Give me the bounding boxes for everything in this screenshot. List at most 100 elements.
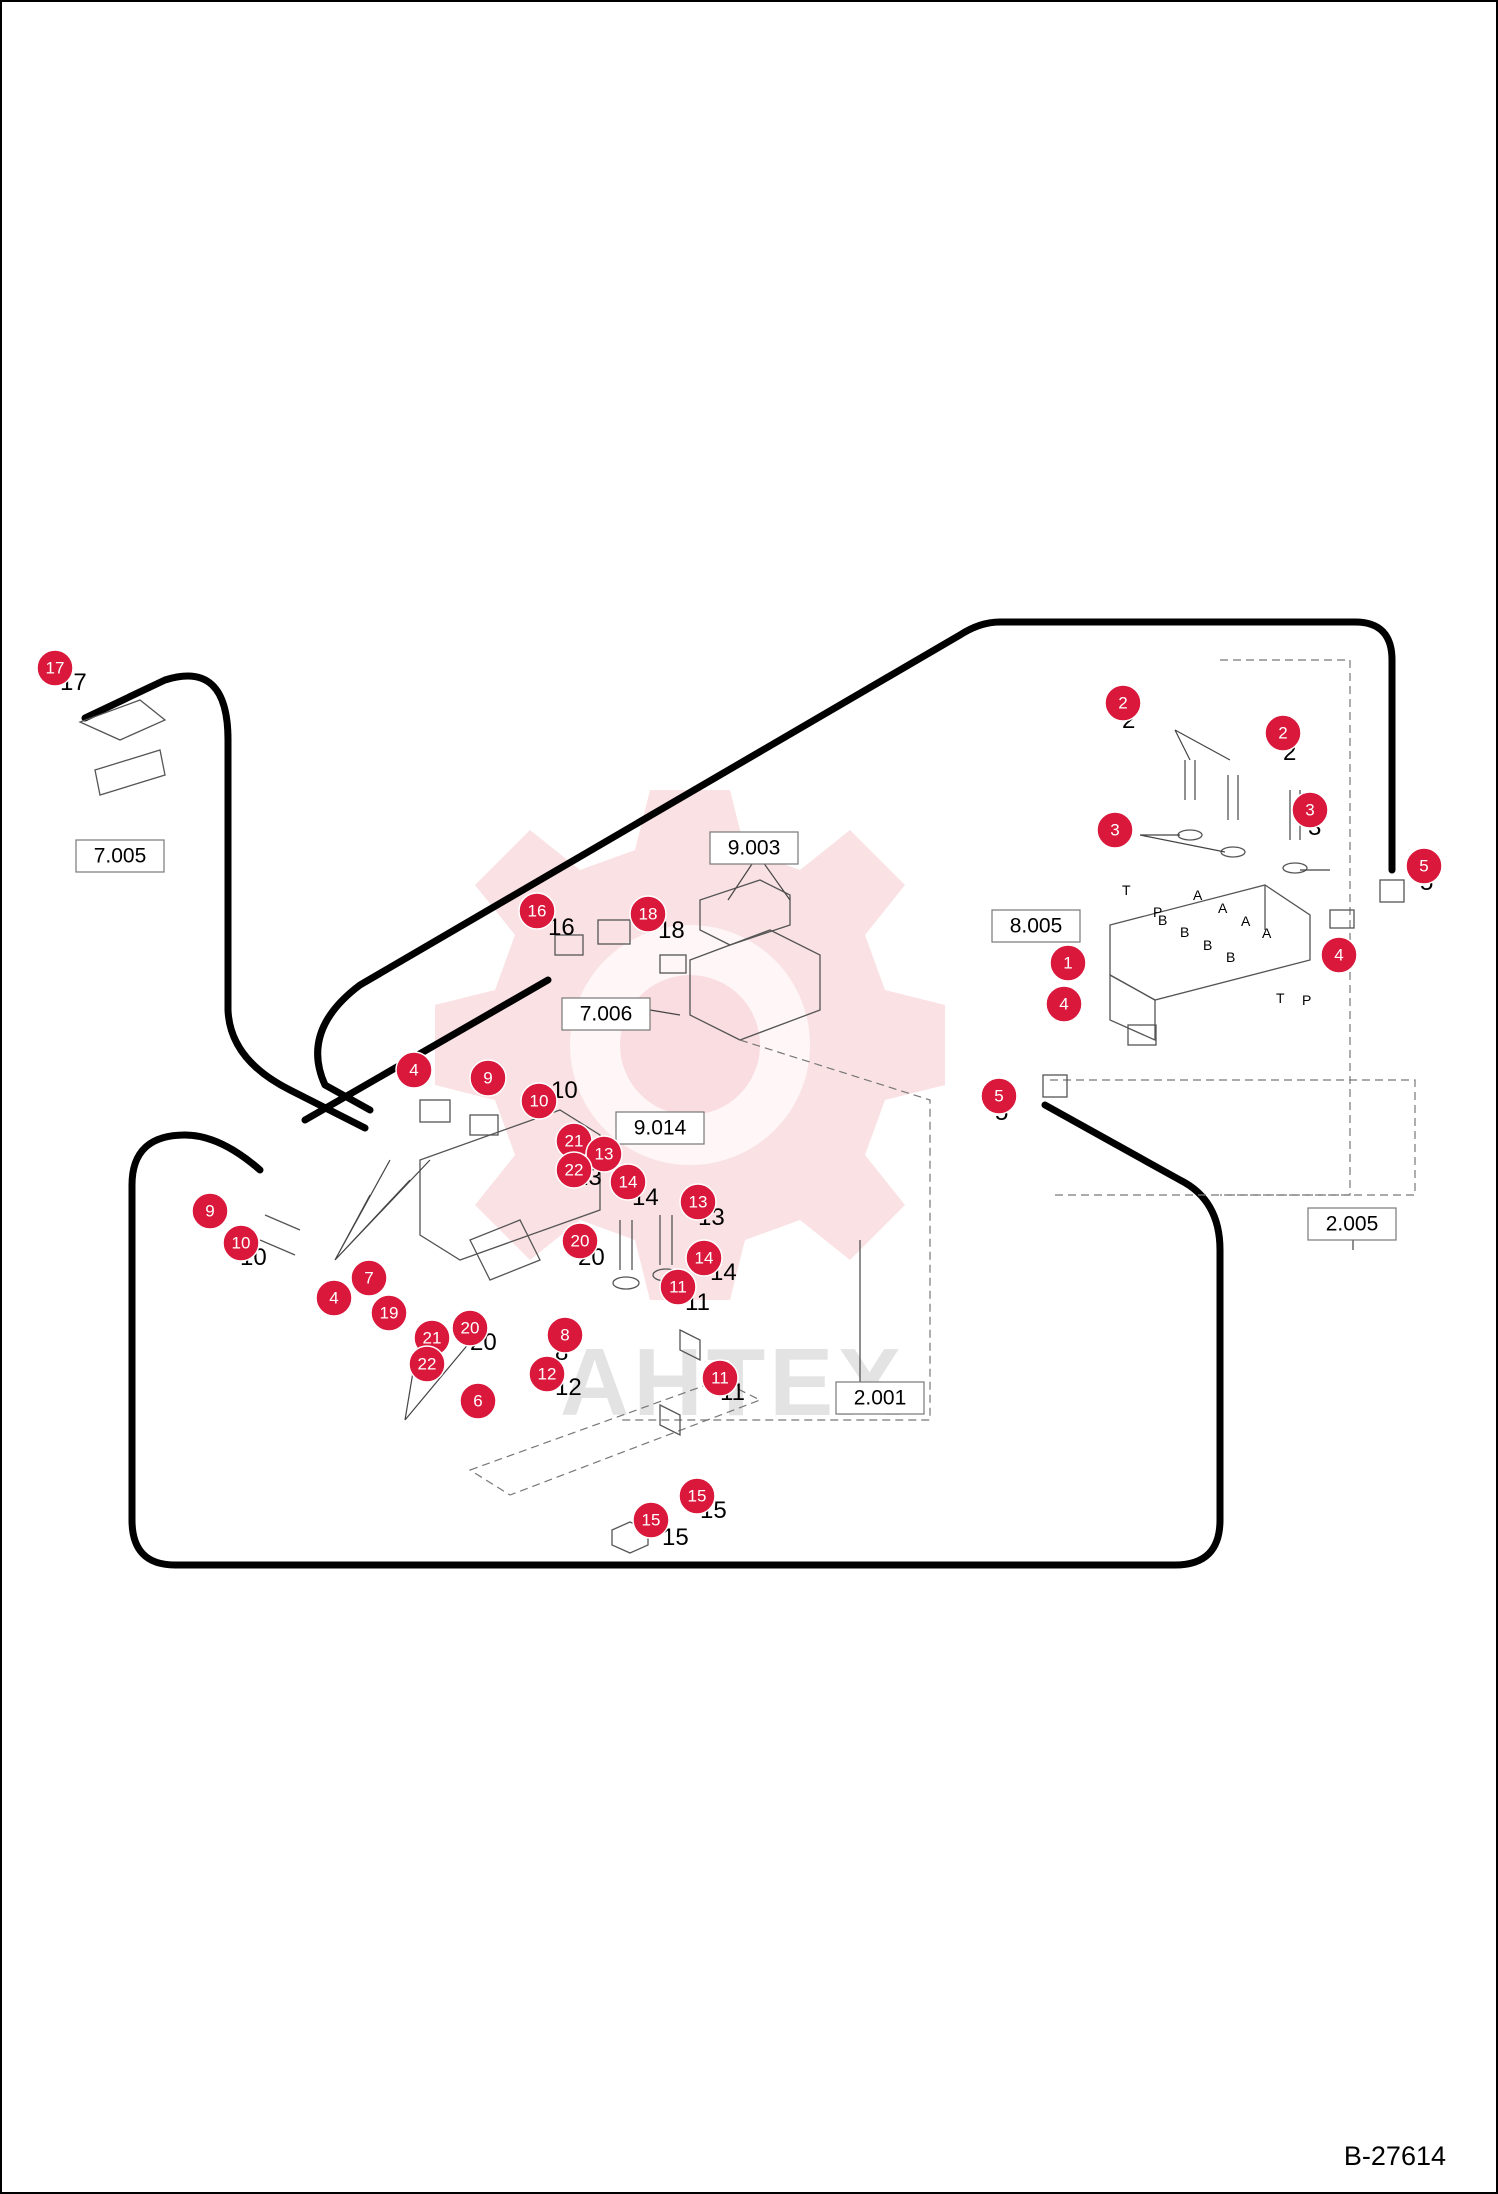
callout-2: 2 [1264,714,1302,752]
svg-text:9.003: 9.003 [728,837,781,860]
callout-10: 10 [520,1082,558,1120]
svg-text:10: 10 [530,1092,549,1111]
svg-text:11: 11 [669,1278,687,1297]
svg-text:B: B [1180,924,1189,940]
callout-20: 20 [561,1222,599,1260]
callout-19: 19 [370,1294,408,1332]
ref-box-7006: 7.006 [561,997,651,1031]
svg-text:7.005: 7.005 [94,845,147,868]
callout-15: 15 [632,1501,670,1539]
ref-box-9014: 9.014 [615,1111,705,1145]
svg-text:A: A [1193,887,1203,903]
callout-22: 22 [408,1345,446,1383]
svg-text:7: 7 [364,1269,373,1288]
callout-5: 5 [980,1077,1018,1115]
component-linework [78,659,1416,1554]
svg-text:2.001: 2.001 [854,1387,907,1410]
svg-text:4: 4 [1334,946,1343,965]
callout-10: 10 [222,1224,260,1262]
svg-text:9: 9 [205,1202,214,1221]
hose-mid-diagonal [301,976,552,1124]
callout-5: 5 [1405,847,1443,885]
svg-text:13: 13 [595,1145,614,1164]
callout-18: 18 [629,895,667,933]
callout-14: 14 [609,1163,647,1201]
svg-text:12: 12 [538,1365,557,1384]
port-letters: T P A A A A B B B B T P [1122,882,1311,1008]
callout-4: 4 [1320,936,1358,974]
callout-8: 8 [546,1316,584,1354]
callout-3: 3 [1096,811,1134,849]
callout-12: 12 [528,1355,566,1393]
svg-text:8.005: 8.005 [1010,915,1063,938]
ref-box-2005: 2.005 [1307,1207,1397,1241]
svg-text:14: 14 [619,1173,638,1192]
svg-text:18: 18 [639,905,658,924]
svg-text:2: 2 [1278,724,1287,743]
svg-text:P: P [1302,992,1311,1008]
callout-13: 13 [679,1183,717,1221]
callout-4: 4 [1045,985,1083,1023]
callout-9: 9 [191,1192,229,1230]
svg-text:2.005: 2.005 [1326,1213,1379,1236]
svg-text:5: 5 [994,1087,1003,1106]
hose-main-loop [128,1101,1224,1569]
callout-17: 17 [36,649,74,687]
callout-16: 16 [518,892,556,930]
callout-11: 11 [701,1359,739,1397]
svg-text:A: A [1262,925,1272,941]
svg-text:22: 22 [565,1161,584,1180]
svg-text:1: 1 [1063,954,1072,973]
callout-4: 4 [395,1051,433,1089]
callout-13: 13 [585,1135,623,1173]
ref-box-7005: 7.005 [75,839,165,873]
svg-text:22: 22 [418,1355,437,1374]
svg-text:20: 20 [571,1232,590,1251]
svg-text:16: 16 [528,902,547,921]
callout-20: 20 [451,1309,489,1347]
svg-text:14: 14 [695,1249,714,1268]
svg-text:B: B [1203,937,1212,953]
svg-text:10: 10 [232,1234,251,1253]
svg-text:4: 4 [1059,995,1068,1014]
svg-text:21: 21 [423,1329,442,1348]
svg-text:21: 21 [565,1132,584,1151]
drawing-number: B-27614 [1343,2141,1446,2171]
callout-7: 7 [350,1259,388,1297]
svg-text:P: P [1153,904,1162,920]
ref-box-8005: 8.005 [991,909,1081,943]
svg-text:8: 8 [560,1326,569,1345]
hose-left-long [81,672,369,1132]
svg-text:A: A [1241,913,1251,929]
callout-9: 9 [469,1059,507,1097]
callout-4: 4 [315,1279,353,1317]
svg-text:A: A [1218,900,1228,916]
ref-box-9003: 9.003 [709,831,799,865]
svg-text:20: 20 [461,1319,480,1338]
svg-text:3: 3 [1305,801,1314,820]
svg-text:B: B [1226,949,1235,965]
svg-text:7.006: 7.006 [580,1003,633,1026]
callout-11: 11 [659,1268,697,1306]
callout-14: 14 [685,1239,723,1277]
svg-text:4: 4 [409,1061,418,1080]
callout-21: 21 [413,1319,451,1357]
svg-text:2: 2 [1118,694,1127,713]
svg-text:4: 4 [329,1289,338,1308]
svg-text:5: 5 [1419,857,1428,876]
svg-text:T: T [1122,882,1131,898]
svg-text:11: 11 [711,1369,729,1388]
ref-box-2001: 2.001 [835,1381,925,1415]
hoses [81,618,1396,1569]
callout-22: 22 [555,1151,593,1189]
svg-text:19: 19 [380,1304,399,1323]
svg-text:17: 17 [46,659,65,678]
svg-text:6: 6 [473,1392,482,1411]
svg-text:15: 15 [688,1487,707,1506]
svg-text:T: T [1276,990,1285,1006]
svg-text:13: 13 [689,1193,708,1212]
svg-text:3: 3 [1110,821,1119,840]
svg-text:B: B [1158,912,1167,928]
